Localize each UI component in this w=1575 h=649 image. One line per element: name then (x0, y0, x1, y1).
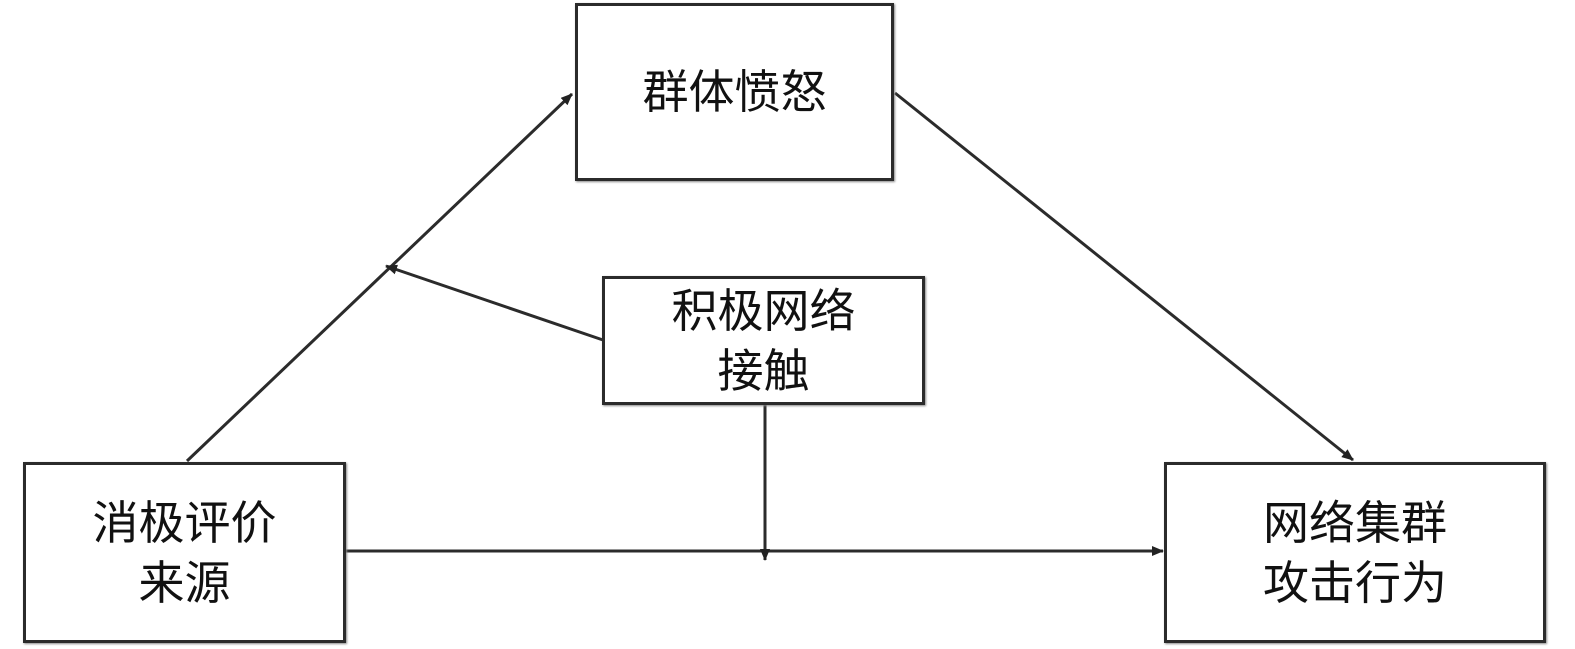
node-label: 群体愤怒 (642, 65, 827, 119)
node-positive-online-contact: 积极网络 接触 (602, 276, 925, 405)
node-label: 来源 (138, 555, 231, 610)
arrow-anger-to-aggression (894, 91, 1354, 462)
node-negative-evaluation-source: 消极评价 来源 (23, 462, 346, 643)
node-label: 攻击行为 (1263, 555, 1447, 610)
node-label: 网络集群 (1263, 495, 1447, 550)
node-label: 消极评价 (92, 495, 277, 550)
node-label: 接触 (717, 343, 810, 398)
node-label: 积极网络 (671, 283, 856, 338)
node-group-anger: 群体愤怒 (575, 3, 894, 181)
node-online-cluster-aggression: 网络集群 攻击行为 (1164, 462, 1546, 643)
arrow-contact-moderates-anger-path (385, 264, 604, 342)
arrow-negative-to-anger (185, 92, 574, 463)
